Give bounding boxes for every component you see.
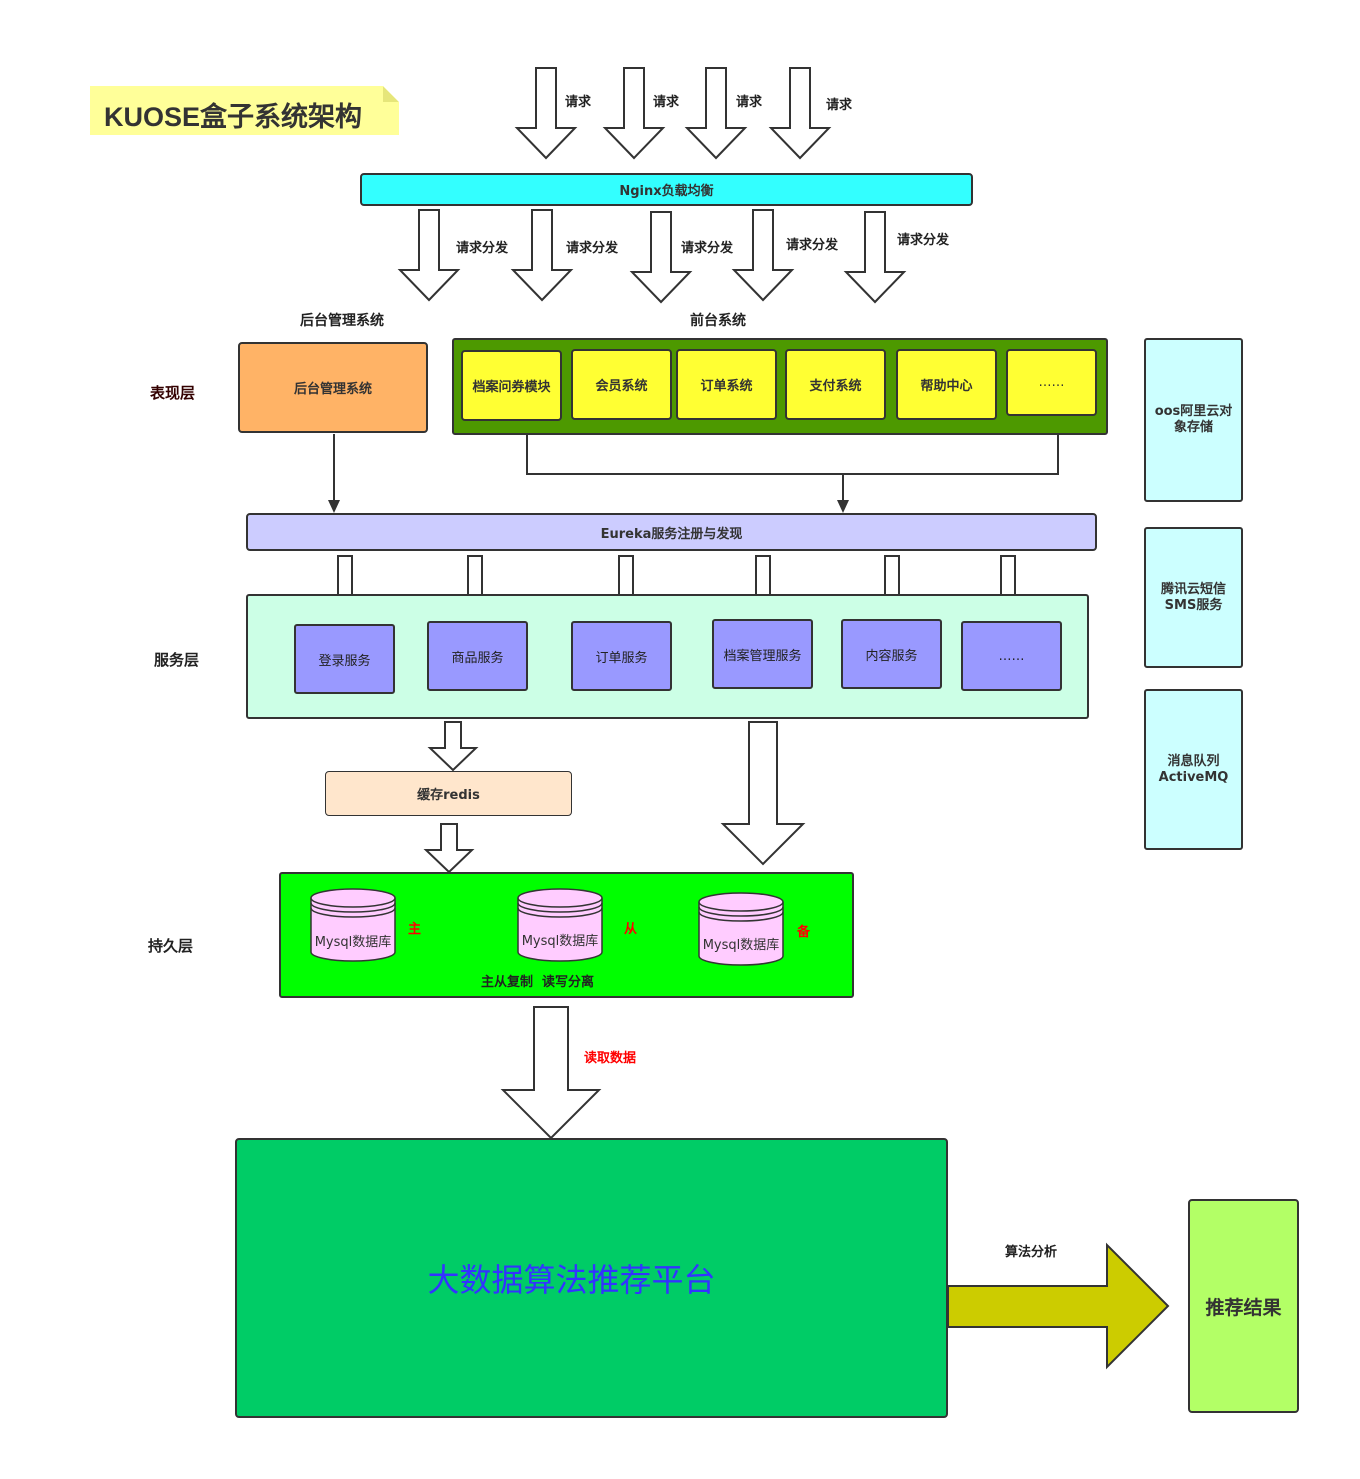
backend-connector-head bbox=[328, 500, 340, 513]
backend-box: 后台管理系统 bbox=[238, 342, 428, 433]
dispatch-label-3: 请求分发 bbox=[681, 241, 734, 256]
module-help-label: 帮助中心 bbox=[920, 379, 973, 394]
request-label-4: 请求 bbox=[826, 98, 853, 113]
algo-arrow bbox=[947, 1242, 1170, 1370]
nginx-label: Nginx负载均衡 bbox=[619, 184, 714, 199]
read-data-arrow bbox=[500, 1006, 602, 1140]
title-note: KUOSE盒子系统架构 bbox=[90, 86, 399, 135]
module-member: 会员系统 bbox=[571, 349, 672, 420]
service-more-label: …… bbox=[998, 648, 1025, 664]
service-login: 登录服务 bbox=[294, 624, 395, 694]
database-master: Mysql数据库 bbox=[309, 887, 397, 963]
frontend-connector-head bbox=[837, 500, 849, 513]
side-sms-label: 腾讯云短信SMS服务 bbox=[1160, 581, 1226, 613]
module-archive-label: 档案问券模块 bbox=[472, 380, 551, 395]
backend-section-title: 后台管理系统 bbox=[300, 313, 384, 329]
layer-persistence: 持久层 bbox=[148, 937, 194, 955]
dispatch-arrow-3 bbox=[629, 211, 693, 304]
side-sms: 腾讯云短信SMS服务 bbox=[1144, 527, 1243, 668]
service-order-label: 订单服务 bbox=[595, 650, 648, 666]
module-payment-label: 支付系统 bbox=[809, 379, 862, 394]
db-role-backup: 备 bbox=[797, 925, 811, 940]
database-backup: Mysql数据库 bbox=[697, 891, 785, 967]
dispatch-arrow-1 bbox=[397, 209, 461, 302]
service-archive: 档案管理服务 bbox=[712, 619, 813, 689]
service-login-label: 登录服务 bbox=[318, 653, 371, 669]
database-cylinder-icon bbox=[517, 888, 603, 962]
nginx-box: Nginx负载均衡 bbox=[360, 173, 973, 206]
side-oss-label: oos阿里云对象存储 bbox=[1154, 404, 1233, 435]
request-arrow-1 bbox=[514, 67, 578, 160]
database-master-label: Mysql数据库 bbox=[314, 935, 392, 950]
dispatch-label-2: 请求分发 bbox=[566, 241, 619, 256]
dispatch-label-1: 请求分发 bbox=[456, 241, 509, 256]
redis-label: 缓存redis bbox=[417, 788, 480, 803]
request-arrow-3 bbox=[684, 67, 748, 160]
service-product-label: 商品服务 bbox=[451, 650, 504, 666]
service-order: 订单服务 bbox=[571, 621, 672, 691]
database-backup-label: Mysql数据库 bbox=[702, 938, 780, 953]
module-member-label: 会员系统 bbox=[595, 379, 648, 394]
db-role-slave: 从 bbox=[624, 922, 638, 937]
read-data-label: 读取数据 bbox=[584, 1051, 637, 1066]
service-archive-label: 档案管理服务 bbox=[723, 648, 802, 664]
note-fold-icon bbox=[383, 86, 399, 102]
dispatch-arrow-5 bbox=[843, 211, 907, 304]
database-slave-label: Mysql数据库 bbox=[521, 934, 599, 949]
module-order: 订单系统 bbox=[676, 349, 777, 420]
frontend-section-title: 前台系统 bbox=[690, 313, 746, 329]
service-to-db-arrow bbox=[720, 721, 806, 866]
service-content-label: 内容服务 bbox=[865, 648, 918, 664]
dispatch-arrow-2 bbox=[510, 209, 574, 302]
dispatch-label-4: 请求分发 bbox=[786, 238, 839, 253]
module-help: 帮助中心 bbox=[896, 349, 997, 420]
side-oss: oos阿里云对象存储 bbox=[1144, 338, 1243, 502]
request-label-1: 请求 bbox=[565, 95, 592, 110]
request-label-2: 请求 bbox=[653, 95, 680, 110]
redis-box: 缓存redis bbox=[325, 771, 572, 816]
redis-to-db-arrow bbox=[423, 823, 475, 874]
bigdata-platform: 大数据算法推荐平台 bbox=[235, 1138, 948, 1418]
service-product: 商品服务 bbox=[427, 621, 528, 691]
algo-label: 算法分析 bbox=[1005, 1245, 1058, 1260]
request-arrow-4 bbox=[768, 67, 832, 160]
page-title: KUOSE盒子系统架构 bbox=[104, 102, 363, 132]
side-mq-label: 消息队列ActiveMQ bbox=[1158, 753, 1229, 785]
dispatch-label-5: 请求分发 bbox=[897, 233, 950, 248]
db-role-master: 主 bbox=[408, 922, 422, 937]
layer-presentation: 表现层 bbox=[150, 384, 196, 402]
request-arrow-2 bbox=[602, 67, 666, 160]
module-payment: 支付系统 bbox=[785, 349, 886, 420]
request-label-3: 请求 bbox=[736, 95, 763, 110]
database-slave: Mysql数据库 bbox=[516, 887, 604, 963]
module-archive: 档案问券模块 bbox=[461, 350, 562, 421]
backend-box-label: 后台管理系统 bbox=[293, 382, 372, 397]
eureka-box: Eureka服务注册与发现 bbox=[246, 513, 1097, 551]
result-box: 推荐结果 bbox=[1188, 1199, 1299, 1413]
service-content: 内容服务 bbox=[841, 619, 942, 689]
module-order-label: 订单系统 bbox=[700, 379, 753, 394]
module-more-label: …… bbox=[1038, 375, 1065, 390]
module-more: …… bbox=[1006, 349, 1097, 416]
dispatch-arrow-4 bbox=[731, 209, 795, 302]
bigdata-label: 大数据算法推荐平台 bbox=[427, 1261, 716, 1299]
side-mq: 消息队列ActiveMQ bbox=[1144, 689, 1243, 850]
replication-label: 主从复制 读写分离 bbox=[481, 975, 595, 990]
to-redis-arrow bbox=[427, 721, 479, 772]
result-label: 推荐结果 bbox=[1205, 1296, 1282, 1319]
layer-service: 服务层 bbox=[154, 651, 200, 669]
eureka-label: Eureka服务注册与发现 bbox=[600, 526, 743, 542]
service-more: …… bbox=[961, 621, 1062, 691]
database-cylinder-icon bbox=[698, 892, 784, 966]
frontend-bracket bbox=[526, 420, 1059, 475]
database-cylinder-icon bbox=[310, 888, 396, 962]
